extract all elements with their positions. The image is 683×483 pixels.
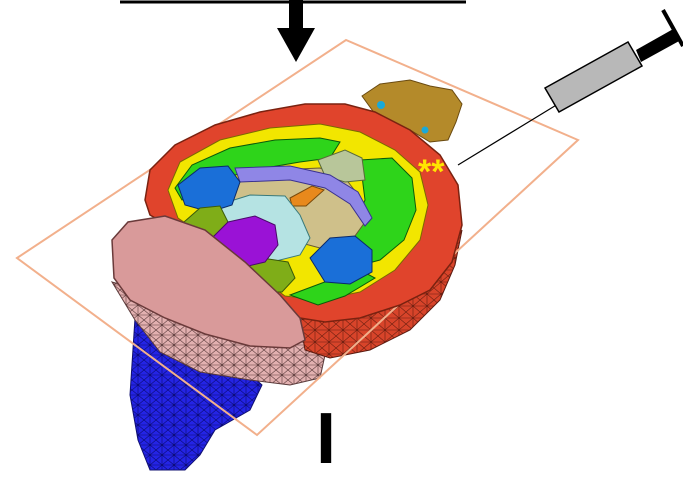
down-arrow-icon <box>277 0 315 62</box>
panel-label: I <box>306 404 346 474</box>
bulb-dot-2 <box>422 127 429 134</box>
bulb-dot-1 <box>377 101 385 109</box>
syringe-icon <box>458 10 683 165</box>
injection-marker: ** <box>418 153 445 191</box>
